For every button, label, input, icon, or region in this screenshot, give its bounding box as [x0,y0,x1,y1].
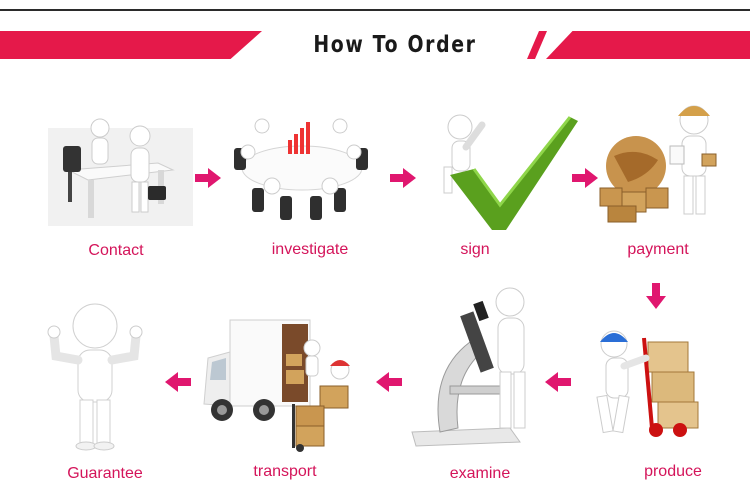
step-label-produce: produce [644,463,702,480]
page-title: How To Order [313,32,477,58]
produce-illustration [596,330,699,437]
arrow-down-icon [646,283,666,309]
step-label-payment: payment [627,241,689,258]
header-band-right [546,31,750,59]
investigate-illustration [234,118,368,220]
arrow-left-icon [165,372,191,392]
top-divider [0,9,750,11]
step-examine [410,282,540,450]
step-investigate [222,108,382,223]
step-label-guarantee: Guarantee [67,465,143,482]
step-produce [594,318,724,446]
examine-microscope-illustration [411,287,526,447]
step-contact [48,108,193,226]
contact-illustration [48,118,193,226]
header-band-left [0,31,262,59]
step-guarantee [40,296,150,456]
step-label-sign: sign [460,241,490,258]
step-payment [598,98,728,228]
step-sign [430,105,580,235]
arrow-left-icon [376,372,402,392]
arrow-right-icon [195,168,221,188]
step-transport [200,314,365,454]
arrow-right-icon [390,168,416,188]
step-label-contact: Contact [88,242,144,259]
step-label-transport: transport [253,463,317,480]
arrow-left-icon [545,372,571,392]
payment-illustration [599,105,717,223]
header-slash [527,31,547,59]
step-label-examine: examine [449,465,511,482]
guarantee-illustration [47,303,143,451]
step-label-investigate: investigate [271,241,349,258]
transport-truck-illustration [203,319,350,452]
arrow-right-icon [572,168,598,188]
sign-check-illustration [443,114,578,230]
